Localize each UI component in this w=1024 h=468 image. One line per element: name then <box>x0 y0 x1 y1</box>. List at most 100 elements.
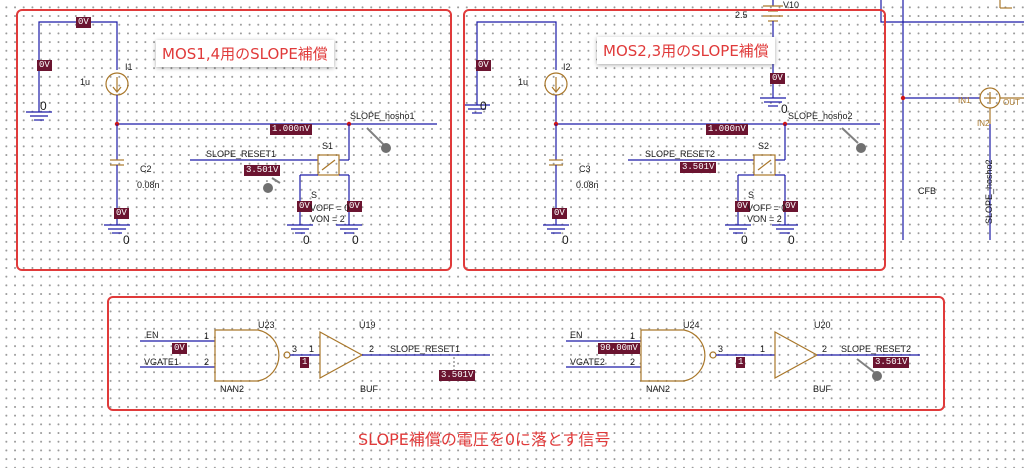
net-label: SLOPE_RESET1 <box>206 149 277 159</box>
component-label: V10 <box>783 0 800 10</box>
pin-number: 1 <box>760 344 766 354</box>
circuit-partial-right <box>880 0 1024 240</box>
component-value: 1u <box>80 77 91 87</box>
voltage-marker[interactable]: 0V <box>347 201 362 212</box>
voltage-marker[interactable]: 1 <box>736 357 746 368</box>
switch-param: VON = 2 <box>747 214 782 224</box>
voltage-marker[interactable]: 3.501V <box>680 162 717 173</box>
voltage-marker[interactable]: 1 <box>300 357 310 368</box>
component-type: S <box>748 190 755 200</box>
voltage-marker[interactable]: 0V <box>76 17 91 28</box>
component-type: NAN2 <box>220 384 245 394</box>
ground-symbol <box>26 111 52 121</box>
ground-symbol <box>464 104 490 114</box>
voltage-marker[interactable]: 0V <box>783 201 798 212</box>
pin-number: 2 <box>630 357 636 367</box>
circuit-mos14 <box>26 21 437 234</box>
component-value: 2.5 <box>735 10 748 20</box>
voltage-marker[interactable]: 0V <box>172 343 187 354</box>
voltage-marker[interactable]: 90.00mV <box>598 343 640 354</box>
voltage-marker[interactable]: 0V <box>297 201 312 212</box>
voltage-marker[interactable]: 0V <box>735 201 750 212</box>
component-label: C2 <box>140 164 152 174</box>
pin-number: 2 <box>204 357 210 367</box>
buffer-u20[interactable] <box>774 330 819 380</box>
switch-param: VOFF = 0 <box>310 203 350 213</box>
pin-label: IN2 <box>977 119 990 128</box>
ground-symbol <box>104 224 130 234</box>
net-label: VGATE2 <box>570 357 605 367</box>
junction-dot <box>900 95 906 101</box>
voltage-marker[interactable]: 3.501V <box>439 370 476 381</box>
ground-label: 0 <box>352 233 359 247</box>
annotation-box-reset <box>107 296 945 411</box>
annotation-box-mos23 <box>463 9 886 271</box>
logic-reset1 <box>140 329 490 382</box>
pin-number: 3 <box>292 344 298 354</box>
annotation-box-mos14 <box>16 9 452 271</box>
voltage-probe-icon[interactable] <box>381 143 391 153</box>
voltage-probe-icon[interactable] <box>872 371 882 381</box>
voltage-probe-icon[interactable] <box>263 183 273 193</box>
slope-hosho2-vertical-label: SLOPE_hosho2 <box>984 159 994 224</box>
pin-number: 2 <box>369 344 375 354</box>
ground-symbol <box>287 224 313 234</box>
pin-label: IN1 <box>958 96 971 105</box>
component-label: C3 <box>579 164 591 174</box>
voltage-probe-icon[interactable] <box>856 143 866 153</box>
ground-label: 0 <box>781 102 788 116</box>
pin-number: 1 <box>204 331 210 341</box>
pin-number: 1 <box>309 344 315 354</box>
component-value: 1u <box>518 77 529 87</box>
voltage-marker[interactable]: 0V <box>476 60 491 71</box>
ground-label: 0 <box>788 233 795 247</box>
voltage-marker[interactable]: 0V <box>552 208 567 219</box>
net-label: CFB <box>918 186 936 196</box>
ground-label: 0 <box>480 99 487 113</box>
annotation-title-mos14: MOS1,4用のSLOPE補償 <box>156 40 334 67</box>
voltage-marker[interactable]: 1.000nV <box>270 124 312 135</box>
net-label: EN <box>146 330 159 340</box>
pin-number: 2 <box>822 344 828 354</box>
net-label: SLOPE_hosho1 <box>350 111 415 121</box>
net-label: SLOPE_RESET2 <box>645 149 716 159</box>
buffer-u19[interactable] <box>319 330 364 380</box>
component-label: U24 <box>683 320 700 330</box>
component-label: U20 <box>814 320 831 330</box>
ground-label: 0 <box>123 233 130 247</box>
net-label: SLOPE_RESET2 <box>841 344 912 354</box>
ground-symbol <box>760 97 786 107</box>
voltage-marker[interactable]: 0V <box>770 73 785 84</box>
switch-param: VON = 2 <box>310 214 345 224</box>
component-value: 0.08n <box>576 180 599 190</box>
net-label: SLOPE_hosho2 <box>788 111 853 121</box>
annotation-caption-reset: SLOPE補償の電圧を0に落とす信号 <box>358 430 611 449</box>
nand-gate-u24[interactable] <box>640 329 706 382</box>
component-value: 0.08n <box>137 180 160 190</box>
switch-s2[interactable] <box>753 154 776 176</box>
voltage-marker[interactable]: 3.501V <box>873 357 910 368</box>
ground-symbol <box>772 224 798 234</box>
component-type: BUF <box>813 384 831 394</box>
logic-reset2 <box>566 329 920 382</box>
switch-param: VOFF = 0 <box>747 203 787 213</box>
annotation-title-mos23: MOS2,3用のSLOPE補償 <box>597 37 775 64</box>
nand-gate-u23[interactable] <box>214 329 280 382</box>
net-label: SLOPE_RESET1 <box>390 344 461 354</box>
ground-symbol <box>336 224 362 234</box>
pin-label: OUT <box>1003 98 1020 107</box>
ground-label: 0 <box>303 233 310 247</box>
voltage-marker[interactable]: 0V <box>114 208 129 219</box>
component-label: U23 <box>258 320 275 330</box>
voltage-marker[interactable]: 3.501V <box>244 165 281 176</box>
ground-symbol <box>543 224 569 234</box>
voltage-marker[interactable]: 0V <box>37 60 52 71</box>
ground-label: 0 <box>40 99 47 113</box>
component-type: BUF <box>360 384 378 394</box>
switch-s1[interactable] <box>317 154 340 176</box>
component-label: I2 <box>563 62 571 72</box>
component-label: I1 <box>125 62 133 72</box>
voltage-marker[interactable]: 1.000nV <box>706 124 748 135</box>
pin-number: 3 <box>718 344 724 354</box>
